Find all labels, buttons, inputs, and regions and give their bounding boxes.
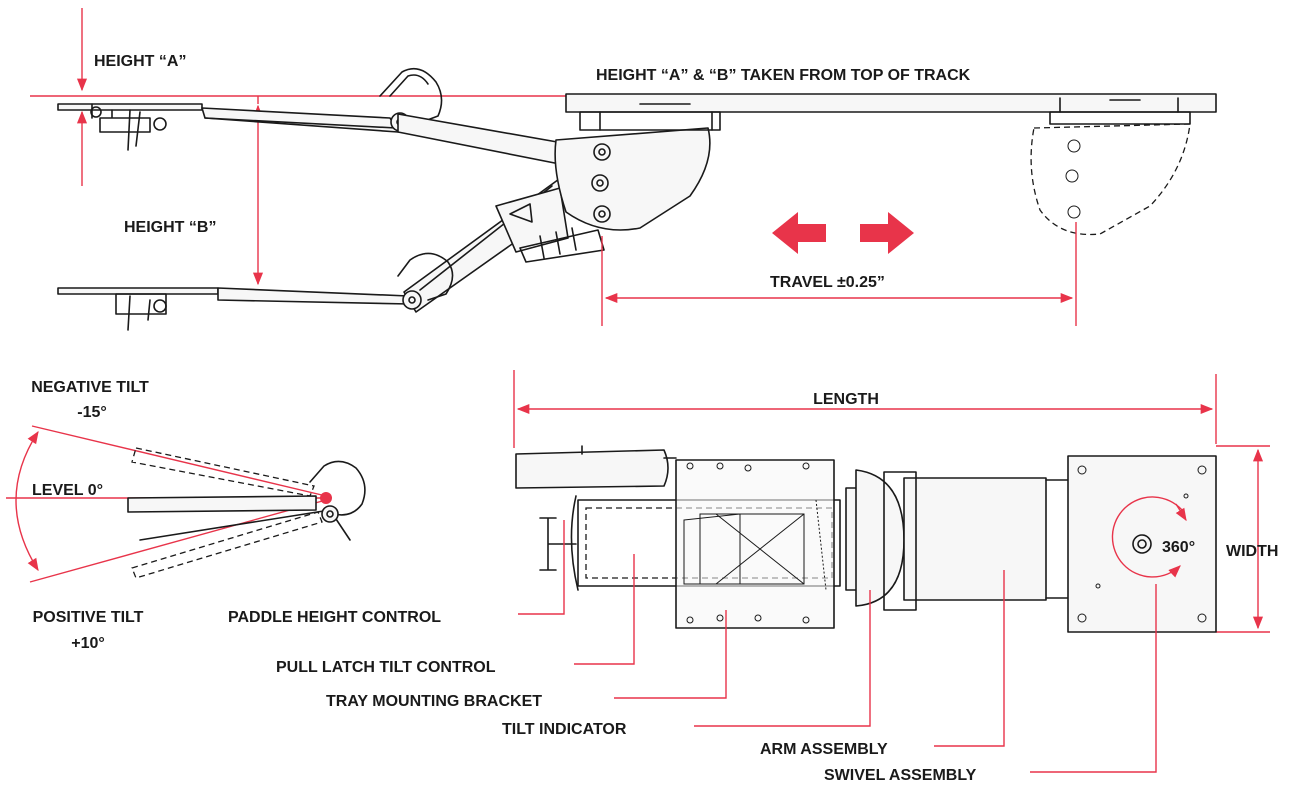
swivel-assembly-leader: [1030, 584, 1157, 773]
tilt-pivot: [320, 492, 332, 504]
negative-tilt-line: [31, 425, 327, 497]
negative-tilt-label: NEGATIVE TILT: [31, 379, 149, 396]
tilt-range-arc: [15, 430, 39, 572]
positive-tilt-tray: [131, 511, 323, 579]
width-label: WIDTH: [1226, 543, 1278, 560]
level-label: LEVEL 0°: [32, 482, 103, 499]
arm-assembly-leader: [934, 570, 1005, 747]
swivel-assembly-label: SWIVEL ASSEMBLY: [824, 767, 977, 784]
positive-tilt-label: POSITIVE TILT: [33, 609, 144, 626]
arm-pivot-block: [855, 469, 905, 607]
arm-linkage: [397, 113, 711, 313]
mounting-track: [565, 93, 1217, 131]
paddle-height-control-label: PADDLE HEIGHT CONTROL: [228, 609, 441, 626]
swivel-assembly: [1067, 455, 1217, 633]
paddle-height-control-leader: [518, 520, 565, 615]
negative-tilt-value: -15°: [77, 404, 107, 421]
tilt-indicator-label: TILT INDICATOR: [502, 721, 627, 738]
travel-label: TRAVEL ±0.25”: [770, 274, 885, 291]
pull-latch-tilt-control-label: PULL LATCH TILT CONTROL: [276, 659, 496, 676]
tilt-indicator-leader: [694, 590, 871, 727]
tray-mounting-bracket-leader: [614, 610, 727, 699]
swivel-rotation-arrow: [1111, 496, 1183, 578]
tray-mounting-bracket-label: TRAY MOUNTING BRACKET: [326, 693, 542, 710]
arm-assembly-label: ARM ASSEMBLY: [760, 741, 888, 758]
level-tray: [127, 495, 317, 513]
pull-latch-handle: [539, 517, 577, 571]
top-plan-view: LENGTH WIDTH 360° PADDLE HEIGHT CONTROL …: [228, 370, 1278, 784]
swivel-degrees-label: 360°: [1162, 539, 1195, 556]
pull-latch-tilt-control-leader: [574, 554, 635, 665]
upper-tray-position: [57, 67, 443, 151]
height-a-label: HEIGHT “A”: [94, 53, 186, 70]
tilt-paddle: [309, 460, 366, 516]
travel-left-arrow: [772, 212, 826, 254]
arm-assembly: [903, 477, 1047, 601]
positive-tilt-line: [29, 499, 327, 583]
tilt-detail-view: NEGATIVE TILT -15° LEVEL 0° POSITIVE TIL…: [6, 379, 366, 652]
tray-mounting-bracket: [675, 459, 835, 629]
length-label: LENGTH: [813, 391, 879, 408]
lower-tray-position: [57, 252, 454, 331]
height-b-label: HEIGHT “B”: [124, 219, 216, 236]
positive-tilt-value: +10°: [71, 635, 105, 652]
paddle: [515, 449, 669, 489]
height-note-label: HEIGHT “A” & “B” TAKEN FROM TOP OF TRACK: [596, 67, 971, 84]
side-elevation-view: HEIGHT “A” HEIGHT “A” & “B” TAKEN FROM T…: [30, 8, 1217, 331]
alternate-mount-position-outline: [1030, 123, 1191, 236]
travel-right-arrow: [860, 212, 914, 254]
